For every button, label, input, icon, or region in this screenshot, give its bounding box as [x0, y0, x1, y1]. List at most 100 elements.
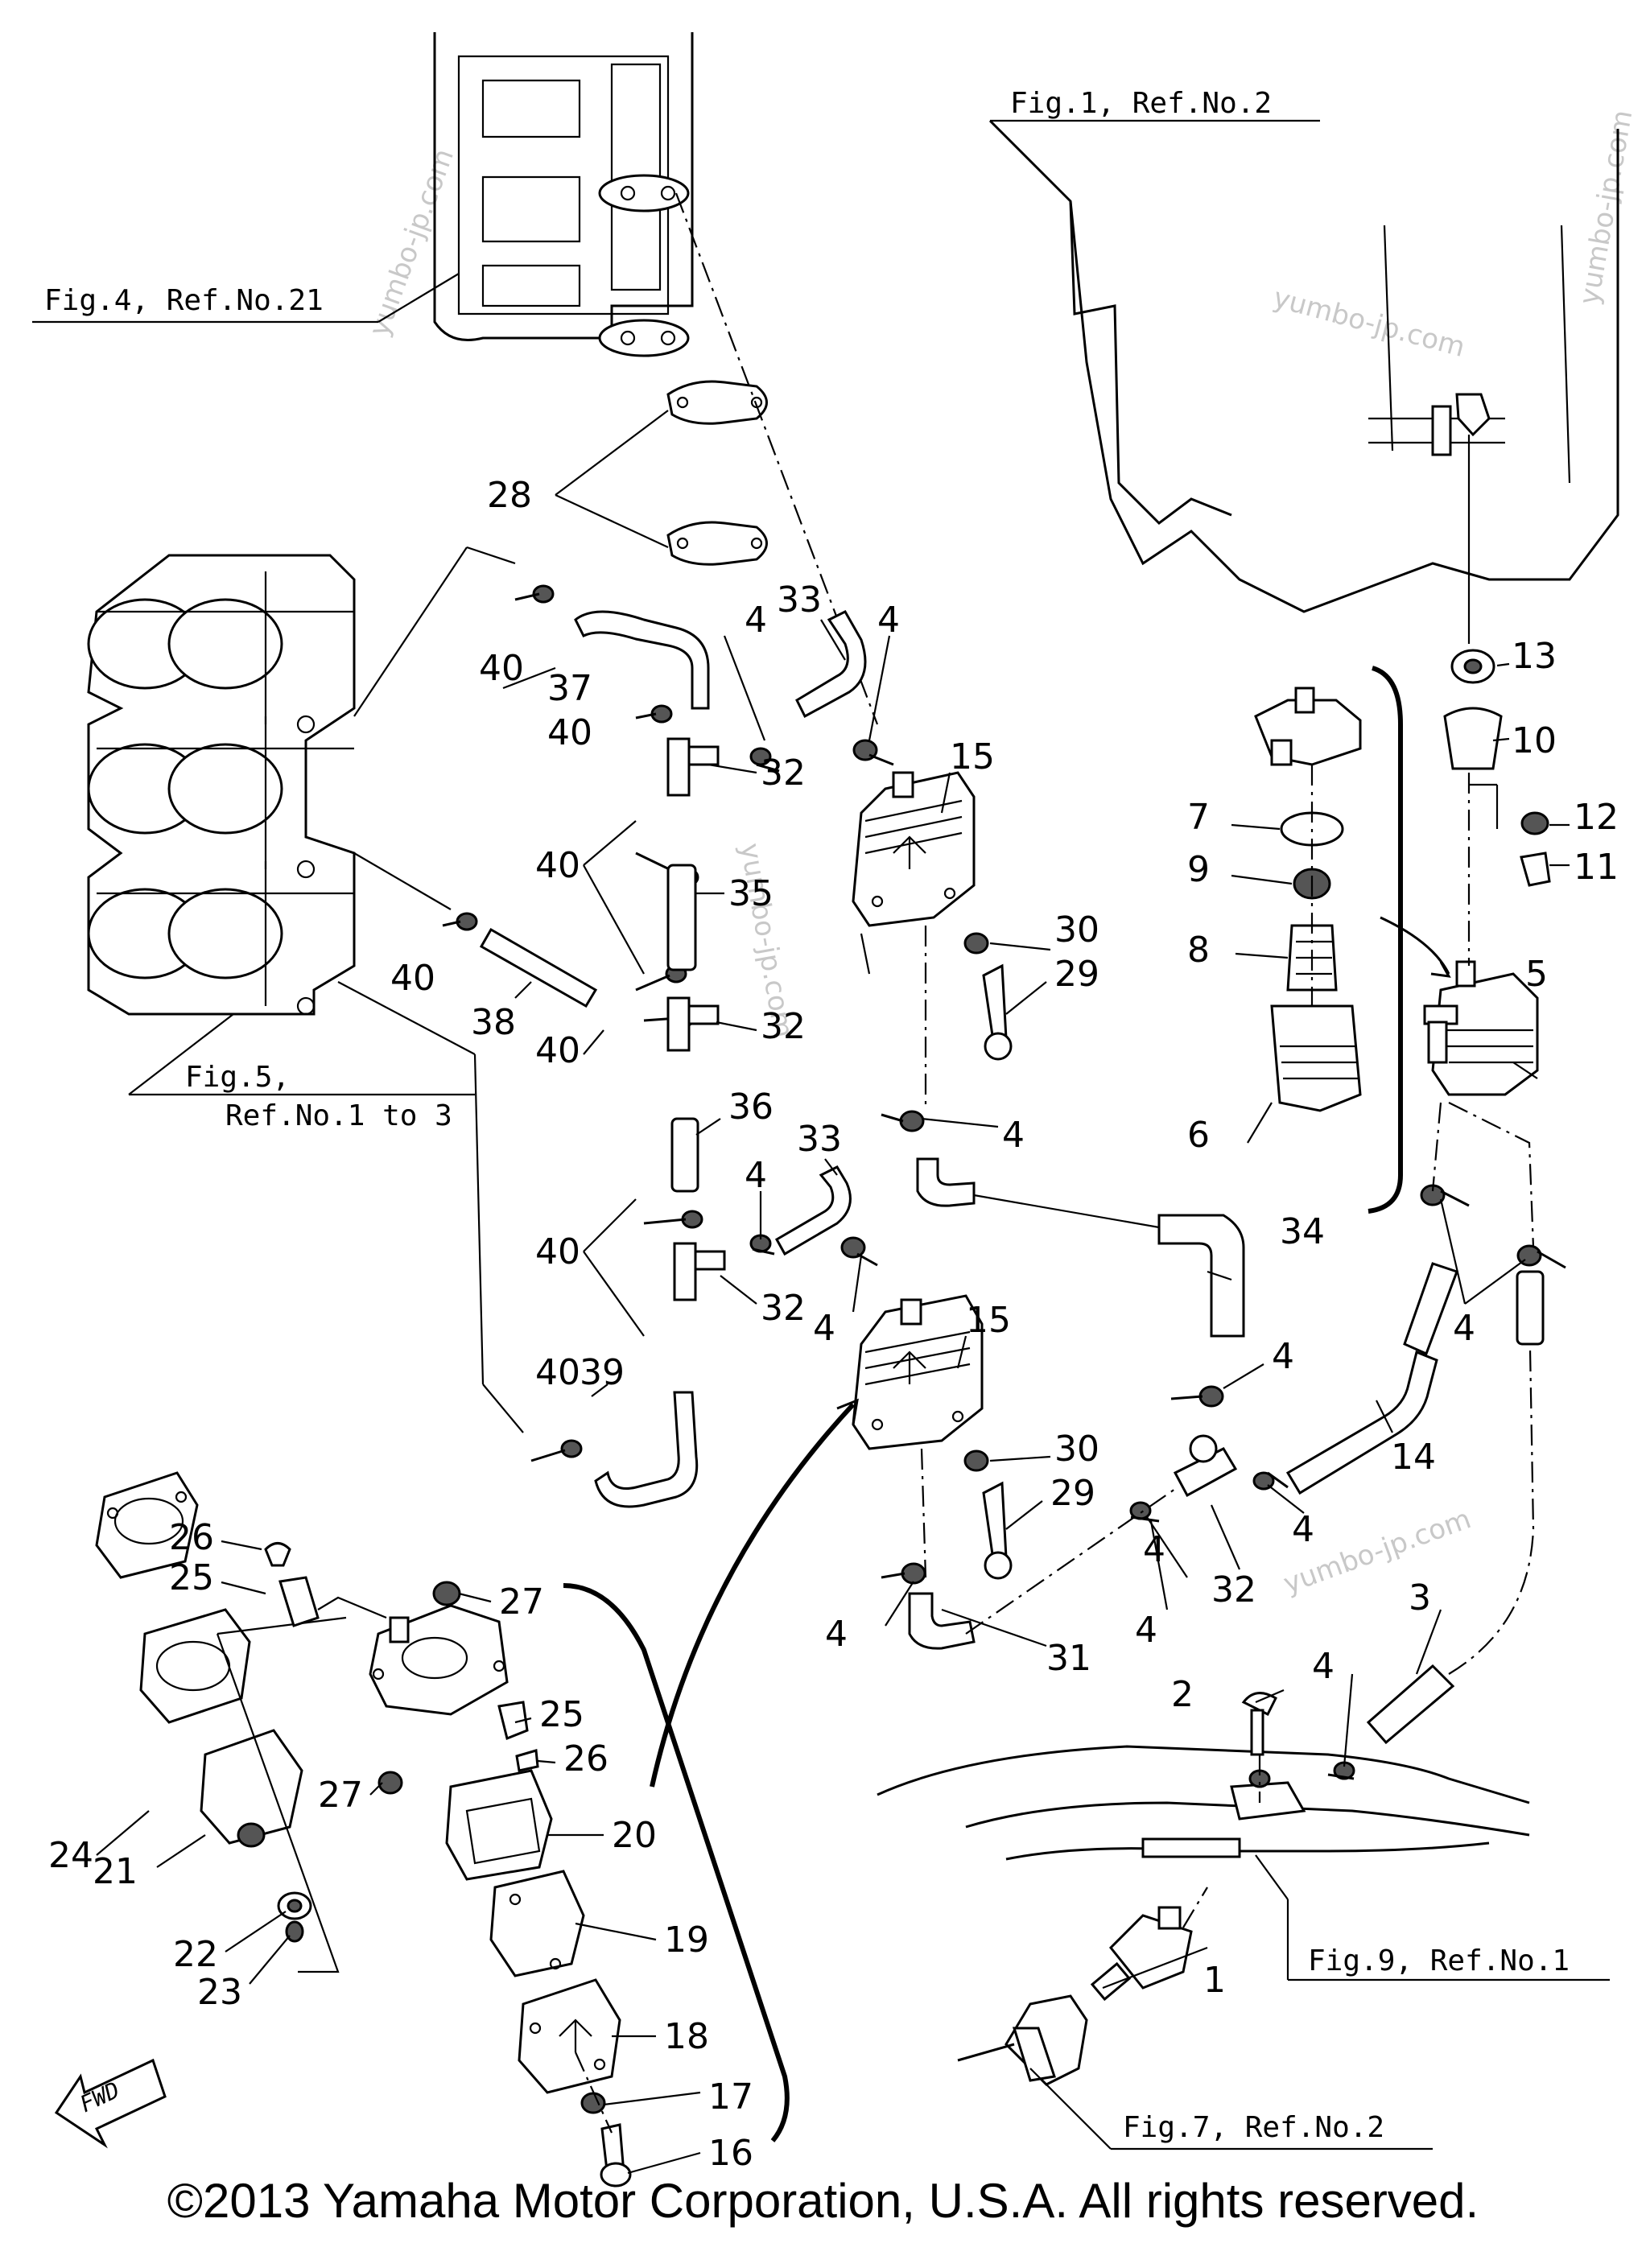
fwd-arrow-icon: FWD [54, 2058, 167, 2149]
part-40-label: 40 [390, 958, 435, 999]
fuel-pump-lower [852, 1294, 984, 1450]
part-29-label: 29 [1054, 954, 1099, 995]
pump-cover-24 [95, 1471, 199, 1579]
part-40-label: 40 [535, 1030, 580, 1071]
part-4-label: 4 [1135, 1610, 1157, 1651]
hose-31 [908, 1592, 976, 1650]
part-3-label: 3 [1409, 1577, 1431, 1619]
nut-12 [1520, 811, 1549, 835]
copyright-notice: ©2013 Yamaha Motor Corporation, U.S.A. A… [167, 2174, 1479, 2228]
fuel-filter-5 [1423, 960, 1539, 1096]
part-32-label: 32 [761, 753, 806, 794]
part-4-label: 4 [813, 1308, 835, 1349]
part-11-label: 11 [1574, 847, 1619, 888]
part-13-label: 13 [1512, 636, 1557, 677]
screw-16 [600, 2123, 632, 2188]
hose-33-upper [795, 610, 867, 719]
connector-25 [278, 1576, 529, 1741]
gasket-19 [489, 1870, 585, 1977]
part-4-label: 4 [745, 600, 767, 641]
washer-30 [963, 932, 989, 1472]
cover-18 [518, 1978, 621, 2094]
part-25-label: 25 [539, 1694, 584, 1735]
bolt-29 [982, 963, 1013, 1580]
part-4-label: 4 [1312, 1646, 1335, 1687]
fig5-ref-label-1: Fig.5, [185, 1061, 290, 1094]
part-17-label: 17 [708, 2076, 753, 2117]
part-6-label: 6 [1187, 1115, 1210, 1156]
part-39-label: 39 [580, 1352, 625, 1393]
hose-34 [916, 1157, 1245, 1338]
watermark: yumbo-jp.com [363, 145, 460, 340]
clamp-4 [749, 739, 1566, 1780]
part-9-label: 9 [1187, 849, 1210, 890]
fig5-ref-label-2: Ref.No.1 to 3 [225, 1099, 452, 1132]
part-28-label: 28 [487, 475, 532, 516]
part-5-label: 5 [1525, 954, 1548, 995]
hose-fitting-fig7 [957, 1994, 1088, 2086]
fig9-ref-label: Fig.9, Ref.No.1 [1308, 1944, 1570, 1977]
part-labels: 1 2 3 5 6 7 8 9 10 11 12 13 14 15 15 16 … [48, 579, 1619, 2174]
fuel-pump-upper [852, 771, 976, 927]
part-7-label: 7 [1187, 797, 1210, 838]
part-40-label: 40 [535, 845, 580, 886]
part-40-label: 40 [547, 712, 592, 753]
part-36-label: 36 [728, 1087, 773, 1128]
part-15-label: 15 [966, 1300, 1011, 1341]
watermark: yumbo-jp.com [1270, 282, 1469, 364]
part-4-label: 4 [1292, 1509, 1314, 1550]
part-29-label: 29 [1050, 1473, 1095, 1514]
hose-36 [670, 1117, 699, 1193]
part-4-label: 4 [1002, 1115, 1025, 1156]
part-23-label: 23 [197, 1972, 242, 2013]
carburetor-stack [87, 554, 356, 1016]
bracket-10 [1443, 707, 1503, 770]
part-16-label: 16 [708, 2133, 753, 2174]
part-15-label: 15 [950, 736, 995, 777]
part-18-label: 18 [664, 2016, 709, 2057]
nut-26 [264, 1542, 539, 1772]
part-31-label: 31 [1046, 1638, 1091, 1679]
part-40-label: 40 [535, 1352, 580, 1393]
pump-body-exploded [369, 1604, 509, 1716]
diaphragm-20 [445, 1769, 553, 1881]
part-2-label: 2 [1171, 1674, 1194, 1715]
part-14-label: 14 [1391, 1437, 1436, 1478]
gasket-24 [139, 1608, 251, 1724]
hose-33-lower [774, 1165, 852, 1256]
part-37-label: 37 [547, 668, 592, 709]
hull-fitting [877, 1745, 1530, 1861]
part-20-label: 20 [612, 1815, 657, 1856]
part-22-label: 22 [173, 1934, 218, 1975]
part-4-label: 4 [825, 1614, 848, 1655]
hose-37 [574, 610, 710, 710]
screw-23 [285, 1920, 304, 1943]
part-30-label: 30 [1054, 1429, 1099, 1470]
part-4-label: 4 [1453, 1308, 1475, 1349]
part-40-label: 40 [479, 648, 524, 689]
part-27-label: 27 [318, 1775, 363, 1816]
part-32-label: 32 [1211, 1569, 1256, 1610]
part-35-label: 35 [728, 873, 773, 914]
part-26-label: 26 [563, 1738, 608, 1779]
part-40-label: 40 [535, 1231, 580, 1272]
gasket-28 [666, 380, 768, 566]
part-1-label: 1 [1203, 1960, 1226, 2001]
cup-6 [1270, 1004, 1362, 1112]
engine-casing [988, 119, 1619, 613]
part-34-label: 34 [1280, 1211, 1325, 1252]
t-joint-32-right [1173, 1434, 1238, 1498]
nut-13 [1450, 649, 1495, 684]
part-26-label: 26 [169, 1517, 214, 1558]
part-25-label: 25 [169, 1557, 214, 1598]
part-4-label: 4 [877, 600, 900, 641]
valve-22 [277, 1891, 312, 1920]
part-27-label: 27 [499, 1581, 544, 1623]
part-32-label: 32 [761, 1006, 806, 1047]
part-10-label: 10 [1512, 720, 1557, 761]
part-33-label: 33 [777, 579, 822, 621]
hose-39 [594, 1391, 699, 1508]
hose-38 [479, 927, 598, 1008]
